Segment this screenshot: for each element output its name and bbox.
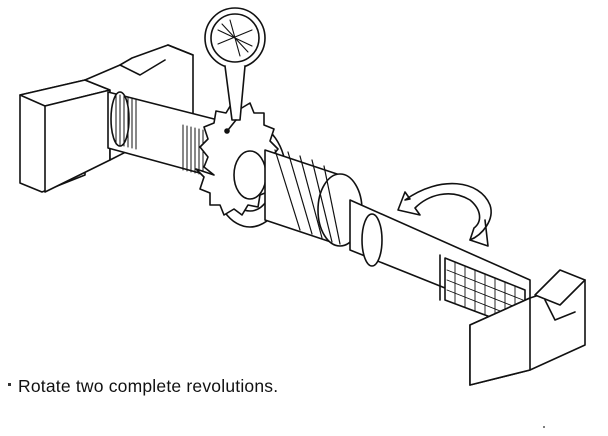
right-v-block <box>470 270 585 385</box>
caption-line: Rotate two complete revolutions. <box>8 376 278 397</box>
knurl-collar <box>183 125 203 175</box>
helical-pinion <box>265 150 362 246</box>
caption-text: Rotate two complete revolutions. <box>18 376 279 396</box>
bullet-mark <box>8 382 11 386</box>
rotation-arrow-icon <box>398 184 491 246</box>
dial-indicator-icon <box>205 8 265 133</box>
knurl-left <box>116 94 136 149</box>
scan-speck <box>543 426 545 428</box>
